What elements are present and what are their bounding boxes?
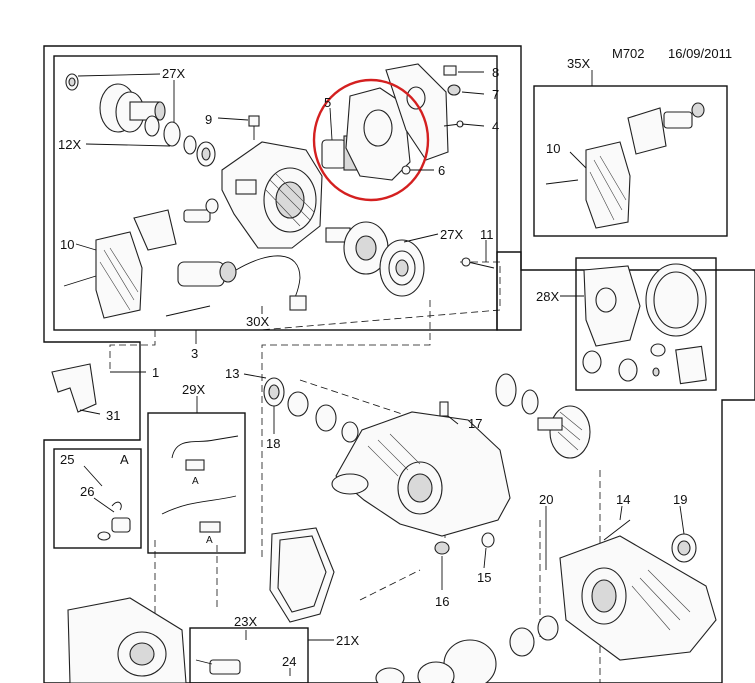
- callout-35x: 35X: [567, 56, 590, 71]
- part-gasket-21x: [269, 527, 335, 623]
- callout-8: 8: [492, 65, 499, 80]
- callout-26: 26: [80, 484, 94, 499]
- callout-4: 4: [492, 119, 499, 134]
- callout-7: 7: [492, 87, 499, 102]
- frame-detail-25: [53, 448, 142, 549]
- callout-29x: 29X: [182, 382, 205, 397]
- frame-transfer-case: [53, 55, 498, 331]
- callout-a-top: A: [192, 476, 199, 487]
- part-screw-6: [401, 165, 411, 175]
- highlight-circle: [312, 78, 430, 202]
- part-plug-16: [434, 541, 450, 555]
- callout-28x: 28X: [536, 289, 559, 304]
- callout-20: 20: [539, 492, 553, 507]
- callout-13: 13: [225, 366, 239, 381]
- part-actuator-24: [195, 659, 241, 675]
- part-center-housing-13: [331, 411, 511, 537]
- part-seal-19: [671, 533, 697, 563]
- callout-19: 19: [673, 492, 687, 507]
- part-fitting-26: [97, 501, 131, 541]
- callout-leaders: [75, 70, 685, 676]
- callout-15: 15: [477, 570, 491, 585]
- part-bolt-11: [461, 257, 495, 269]
- frame-gasket-kit-28x: [575, 257, 717, 391]
- part-breather-17: [439, 401, 449, 417]
- part-rear-housing: [67, 597, 187, 683]
- callout-5: 5: [324, 95, 331, 110]
- callout-18: 18: [266, 436, 280, 451]
- callout-31: 31: [106, 408, 120, 423]
- callout-16: 16: [435, 594, 449, 609]
- part-diff-case-lower: [375, 639, 497, 683]
- callout-6: 6: [438, 163, 445, 178]
- callout-a-bottom: A: [206, 535, 213, 546]
- callout-10-main: 10: [60, 237, 74, 252]
- callout-a-box: A: [120, 452, 129, 467]
- callout-14: 14: [616, 492, 630, 507]
- callout-27x-top: 27X: [162, 66, 185, 81]
- part-sensor-stud: [183, 198, 219, 223]
- part-rings: [144, 115, 216, 167]
- callout-23x: 23X: [234, 614, 257, 629]
- callout-9: 9: [205, 112, 212, 127]
- frame-transfer-case-tail: [496, 251, 522, 331]
- callout-17: 17: [468, 416, 482, 431]
- part-plug-8: [443, 65, 457, 76]
- part-plug-7: [447, 84, 461, 96]
- callout-3: 3: [191, 346, 198, 361]
- part-actuator-30x: [165, 255, 307, 317]
- callout-10-kit: 10: [546, 141, 560, 156]
- frame-kit-23x: [189, 627, 309, 683]
- part-bolt-9: [248, 115, 260, 140]
- frame-kit-35x: [533, 85, 728, 237]
- callout-27x-mid: 27X: [440, 227, 463, 242]
- part-bracket-31: [51, 363, 97, 413]
- callout-30x: 30X: [246, 314, 269, 329]
- callout-25: 25: [60, 452, 74, 467]
- part-bolt-14: [603, 519, 631, 541]
- part-filter-10: [63, 209, 177, 319]
- part-kit-35x-contents: [545, 102, 705, 229]
- part-bearing-pinion: [495, 373, 591, 459]
- part-pipes-29x: [161, 435, 239, 533]
- callout-12x: 12X: [58, 137, 81, 152]
- part-rings-lower: [509, 615, 559, 657]
- part-shaft-27x: [325, 221, 389, 275]
- part-bearing-27x: [379, 239, 425, 297]
- callout-labels: 27X 12X 9 5 8 7 4 6 10 27X 11 30X 3 1 31…: [58, 56, 687, 669]
- diagram-date: 16/09/2011: [668, 46, 732, 61]
- part-seal-12x: [65, 73, 79, 91]
- diagram-code: M702: [612, 46, 645, 61]
- part-plug-15: [481, 532, 495, 548]
- part-flange-27x: [99, 83, 166, 133]
- callout-11: 11: [480, 227, 494, 242]
- part-housing-main: [221, 141, 323, 249]
- part-diff-housing: [559, 535, 717, 661]
- frame-pipes-29x: [147, 412, 246, 554]
- part-seals-18: [263, 377, 359, 443]
- callout-21x: 21X: [336, 633, 359, 648]
- part-gaskets-28x: [582, 263, 707, 385]
- callout-24: 24: [282, 654, 296, 669]
- callout-1: 1: [152, 365, 159, 380]
